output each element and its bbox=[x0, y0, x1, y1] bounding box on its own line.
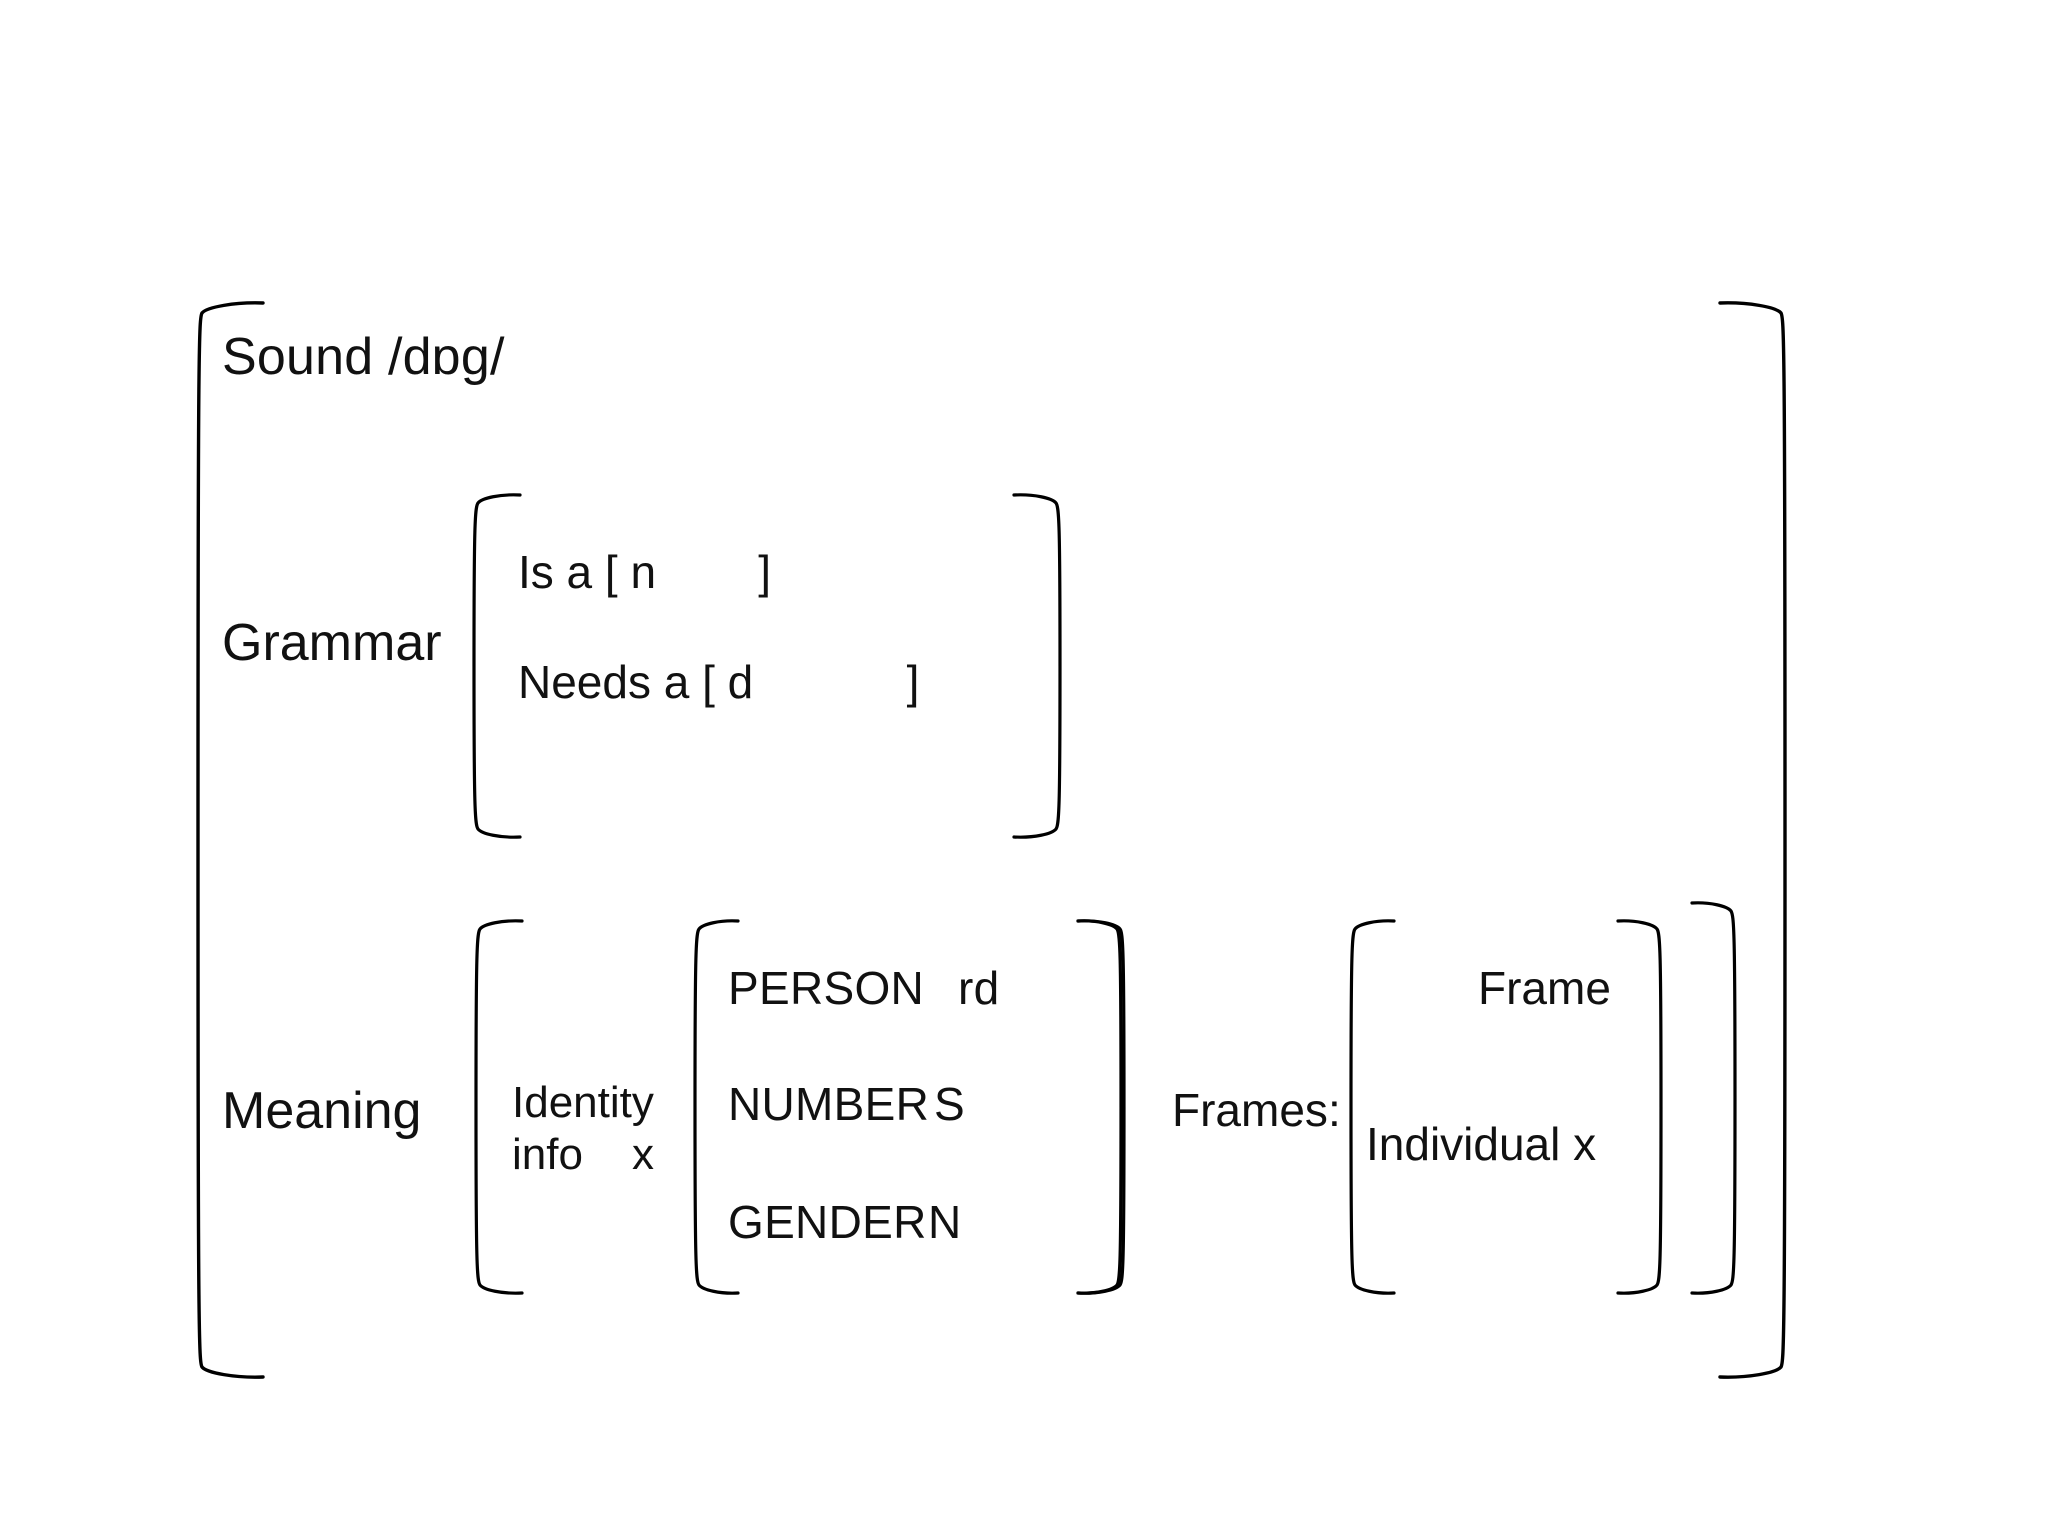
frame-bracket-left bbox=[1348, 918, 1396, 1296]
frames-list-bracket-right bbox=[1690, 900, 1738, 1296]
frame-bracket-right bbox=[1616, 918, 1664, 1296]
frame-name: Frame bbox=[1478, 962, 1611, 1014]
grammar-bracket-left bbox=[470, 492, 522, 840]
frames-label: Frames bbox=[1172, 1084, 1328, 1136]
avm-bracket-right bbox=[1076, 918, 1124, 1296]
grammar-label: Grammar bbox=[222, 614, 442, 672]
outer-bracket-left bbox=[195, 300, 265, 1380]
avm-attribute-number: NUMBER bbox=[728, 1078, 930, 1130]
avm-row-number: NUMBER S bbox=[728, 1078, 965, 1130]
grammar-bracket-right bbox=[1012, 492, 1064, 840]
avm-attribute-gender: GENDER bbox=[728, 1196, 927, 1248]
identity-info-variable: x bbox=[632, 1130, 654, 1179]
grammar-row-isa: Is a [ n ] bbox=[518, 546, 772, 598]
avm-value-number: S bbox=[934, 1078, 965, 1130]
avm-row-gender: GENDER N bbox=[728, 1196, 962, 1248]
meaning-label: Meaning bbox=[222, 1082, 422, 1140]
grammar-row-needsa: Needs a [ d ] bbox=[518, 656, 920, 708]
outer-bracket-right bbox=[1718, 300, 1788, 1380]
frames-colon: : bbox=[1328, 1084, 1341, 1136]
identity-info-label-line2: info bbox=[512, 1130, 583, 1179]
identity-info-label-line1: Identity bbox=[512, 1078, 654, 1127]
meaning-bracket-right bbox=[1076, 918, 1128, 1296]
avm-row-person: PERSON rd bbox=[728, 962, 1000, 1014]
frame-individual: Individual x bbox=[1366, 1118, 1597, 1170]
sound-line: Sound /dɒg/ bbox=[222, 328, 505, 386]
avm-value-person: rd bbox=[958, 962, 1000, 1014]
avm-value-gender: N bbox=[928, 1196, 962, 1248]
avm-attribute-person: PERSON bbox=[728, 962, 925, 1014]
